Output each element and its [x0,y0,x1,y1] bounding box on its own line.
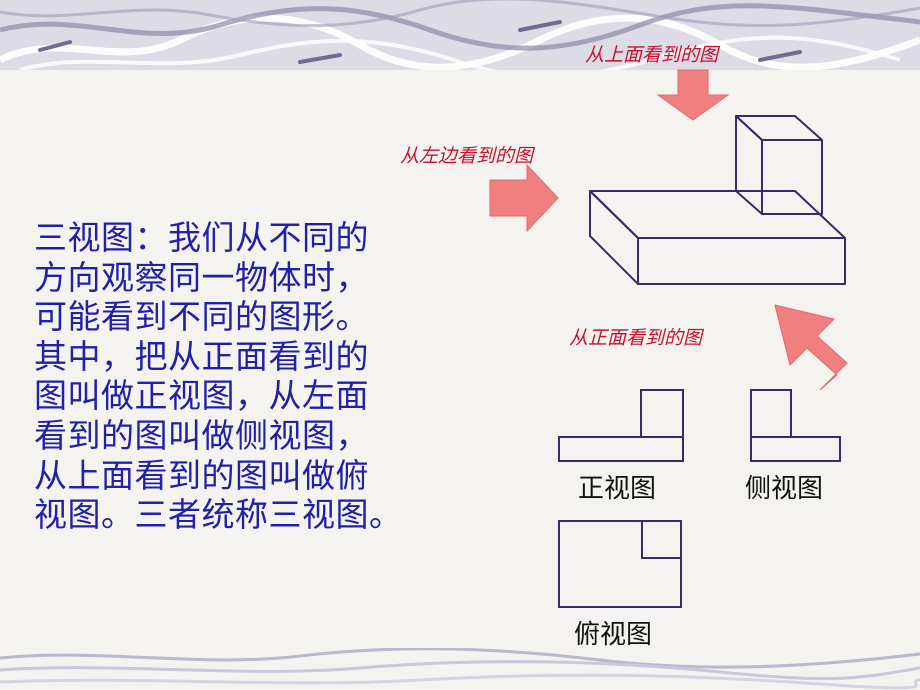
left-view-arrow [489,163,559,233]
front-view-arrow [774,304,848,391]
side-view-drawing [750,389,841,462]
front-view-label: 从正面看到的图 [569,327,703,349]
description-line: 三视图：我们从不同的 [34,218,369,257]
front-view-drawing [558,389,684,462]
front-view-caption: 正视图 [578,474,657,504]
description-line: 方向观察同一物体时， [34,257,369,297]
description-line: 可能看到不同的图形。 [34,297,369,337]
top-view-caption: 俯视图 [574,620,653,650]
top-view-label: 从上面看到的图 [585,44,719,66]
top-view-drawing [558,520,682,608]
description-line: 看到的图叫做侧视图， [34,415,369,455]
description-line: 视图。三者统称三视图。 [34,495,403,535]
left-view-label: 从左边看到的图 [400,145,534,167]
decorative-banner [0,0,920,78]
description-line: 从上面看到的图叫做俯 [34,455,369,495]
description-text: 三视图：我们从不同的 方向观察同一物体时， 可能看到不同的图形。 其中，把从正面… [34,218,464,535]
description-line: 其中，把从正面看到的 [34,336,369,376]
decorative-footer [0,648,920,690]
top-view-arrow [656,69,730,121]
solid-object [589,115,846,285]
description-line: 图叫做正视图，从左面 [34,376,369,416]
side-view-caption: 侧视图 [745,474,824,504]
